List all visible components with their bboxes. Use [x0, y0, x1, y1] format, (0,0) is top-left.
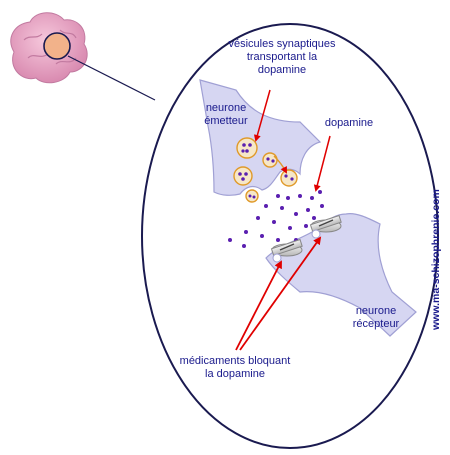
- vesicle: [280, 169, 298, 187]
- vesicle: [262, 152, 278, 168]
- dopamine-molecules: [228, 143, 328, 248]
- vesicle: [233, 166, 253, 186]
- arrow-to-vesicles: [253, 89, 271, 142]
- label-blocking-drugs: médicaments bloquant la dopamine: [165, 355, 305, 381]
- arrow-to-drug-left: [235, 260, 282, 351]
- label-line: médicaments bloquant: [179, 355, 291, 367]
- label-line: récepteur: [352, 318, 400, 330]
- label-receiving-neuron: neurone récepteur: [340, 305, 412, 331]
- drug-blocker-left: [270, 238, 303, 263]
- zoom-connector-line: [67, 55, 156, 101]
- label-line: émetteur: [204, 115, 248, 127]
- vesicle: [236, 137, 258, 159]
- label-line: transportant la: [246, 51, 318, 63]
- emitting-neuron: [199, 79, 322, 196]
- vesicle: [245, 189, 259, 203]
- synaptic-vesicles: [233, 137, 298, 203]
- brain-zoom-circle: [43, 32, 71, 60]
- arrow-to-dopamine: [313, 135, 331, 192]
- label-emitting-neuron: neurone émetteur: [196, 102, 256, 128]
- label-line: neurone: [355, 305, 397, 317]
- label-dopamine: dopamine: [314, 117, 384, 130]
- website-watermark: www.ma-schizophrenie.com: [430, 189, 442, 330]
- label-line: neurone: [205, 102, 247, 114]
- drug-blocker-right: [309, 214, 342, 239]
- label-line: vésicules synaptiques: [228, 38, 336, 50]
- brain-icon: [10, 12, 88, 84]
- zoom-ellipse: [141, 23, 439, 449]
- label-synaptic-vesicles: vésicules synaptiques transportant la do…: [212, 38, 352, 77]
- arrow-to-drug-right: [239, 236, 322, 351]
- arrow-vesicle-release: [273, 155, 287, 174]
- label-line: dopamine: [324, 117, 374, 129]
- label-line: la dopamine: [205, 368, 265, 380]
- label-line: dopamine: [257, 64, 307, 76]
